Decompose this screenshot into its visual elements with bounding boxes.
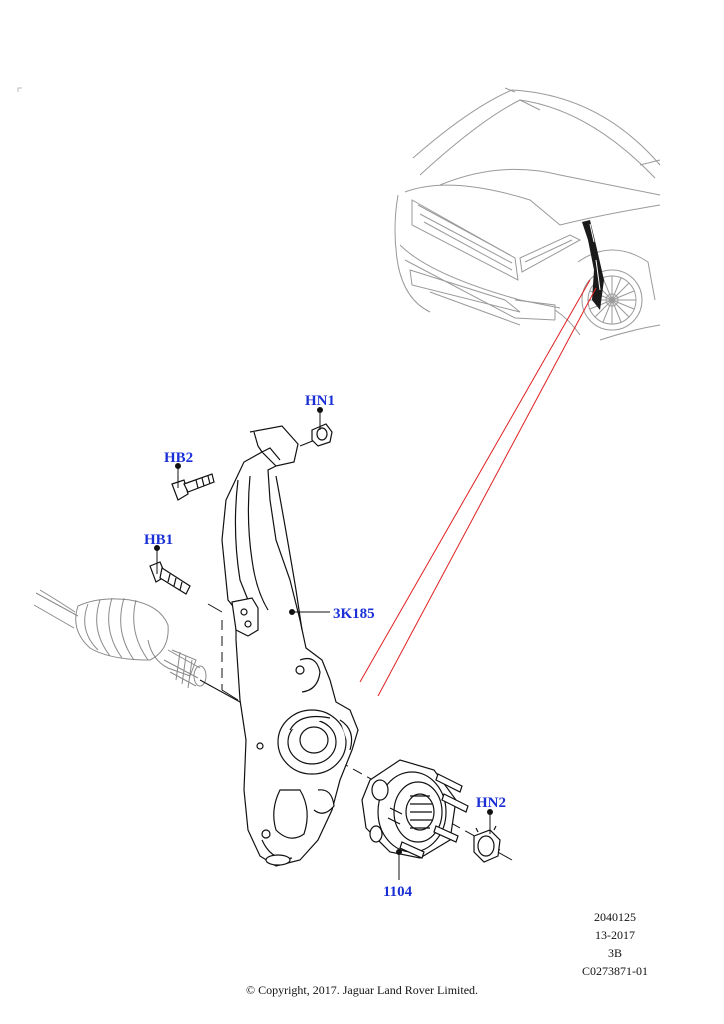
illustration-sheet: 3B xyxy=(607,946,622,960)
callout-hb1[interactable]: HB1 xyxy=(144,532,174,548)
bolt-hb2 xyxy=(171,473,215,501)
copyright-notice: © Copyright, 2017. Jaguar Land Rover Lim… xyxy=(245,983,479,997)
steering-knuckle-3k185 xyxy=(221,425,359,867)
vehicle-locator-view xyxy=(394,87,661,341)
callout-1104[interactable]: 1104 xyxy=(383,884,413,900)
nut-hn1 xyxy=(311,423,333,447)
corner-mark xyxy=(17,87,22,92)
illustration-reference: C0273871-01 xyxy=(582,964,648,978)
illustration-date: 13-2017 xyxy=(595,928,635,942)
vehicle-highlight-knuckle xyxy=(582,220,604,310)
callout-hb2[interactable]: HB2 xyxy=(164,450,194,466)
hub-bearing-1104 xyxy=(361,759,469,859)
bolt-hb1 xyxy=(149,561,191,595)
callout-hn2[interactable]: HN2 xyxy=(476,795,506,811)
callout-3k185[interactable]: 3K185 xyxy=(333,606,375,622)
callout-leader-lines xyxy=(154,407,493,880)
nut-hn2 xyxy=(473,825,501,863)
driveshaft xyxy=(33,589,207,689)
callout-hn1[interactable]: HN1 xyxy=(305,393,335,409)
locator-leader-lines xyxy=(359,279,597,697)
illustration-code: 2040125 xyxy=(594,910,636,924)
